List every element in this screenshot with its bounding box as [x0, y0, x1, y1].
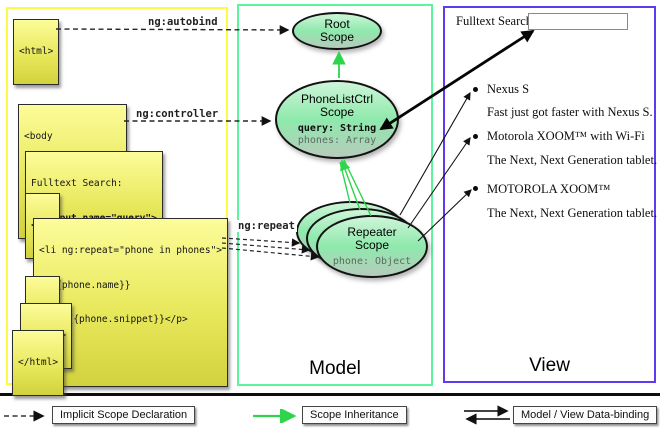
- model-column: Model: [237, 4, 433, 386]
- bullet-dot: [473, 134, 478, 139]
- legend-model-view-databinding: Model / View Data-binding: [513, 406, 658, 424]
- code-line: Fulltext Search:: [31, 178, 123, 189]
- view-item-title: Motorola XOOM™ with Wi-Fi: [487, 129, 645, 143]
- view-search-label: Fulltext Search:: [456, 14, 536, 28]
- double-arrow-icon: [464, 405, 510, 425]
- code-line: <p>{{phone.snippet}}</p>: [39, 314, 188, 325]
- html-open-tag-box: <html>: [13, 19, 60, 85]
- code-line: <html>: [19, 46, 54, 57]
- fulltext-search-input[interactable]: [528, 13, 628, 30]
- scope-type: Scope: [319, 30, 355, 44]
- dashed-arrow-icon: [4, 410, 45, 422]
- model-column-label: Model: [309, 358, 361, 379]
- bullet-dot: [473, 87, 478, 92]
- scope-prop-phones: phones: Array: [297, 134, 377, 146]
- ng-controller-label: ng:controller: [134, 108, 221, 120]
- view-item-desc: Fast just got faster with Nexus S.: [487, 105, 653, 119]
- view-item-title: Nexus S: [487, 82, 530, 96]
- repeater-scope-ellipse-front: Repeater Scope phone: Object: [316, 215, 428, 278]
- code-line: </html>: [18, 357, 59, 368]
- ng-repeat-label: ng:repeat: [236, 220, 297, 232]
- green-arrow-icon: [253, 409, 297, 423]
- scope-name: Repeater: [347, 224, 397, 239]
- code-line: <body: [24, 131, 53, 142]
- view-item-desc: The Next, Next Generation tablet.: [487, 153, 658, 167]
- scope-name: Root: [324, 17, 350, 31]
- bullet-dot: [473, 186, 478, 191]
- view-column-label: View: [529, 355, 570, 376]
- html-close-tag-box: </html>: [12, 330, 65, 396]
- legend-implicit-scope-declaration: Implicit Scope Declaration: [52, 406, 196, 424]
- scope-name: PhoneListCtrl: [300, 91, 374, 106]
- view-item-desc: The Next, Next Generation tablet.: [487, 206, 658, 220]
- code-line: {{phone.name}}: [39, 279, 131, 291]
- scope-type: Scope: [354, 237, 390, 252]
- view-item-title: MOTOROLA XOOM™: [487, 182, 611, 196]
- legend-separator-line: [0, 393, 660, 396]
- scope-prop-query: query: String: [297, 122, 377, 134]
- phonelistctrl-scope-ellipse: PhoneListCtrl Scope query: String phones…: [275, 80, 399, 159]
- legend-scope-inheritance: Scope Inheritance: [302, 406, 407, 424]
- scope-prop-phone: phone: Object: [332, 255, 412, 267]
- ng-autobind-label: ng:autobind: [146, 16, 220, 28]
- root-scope-ellipse: Root Scope: [292, 12, 382, 50]
- code-line: <li ng:repeat="phone in phones">: [39, 245, 223, 256]
- scope-type: Scope: [319, 104, 355, 119]
